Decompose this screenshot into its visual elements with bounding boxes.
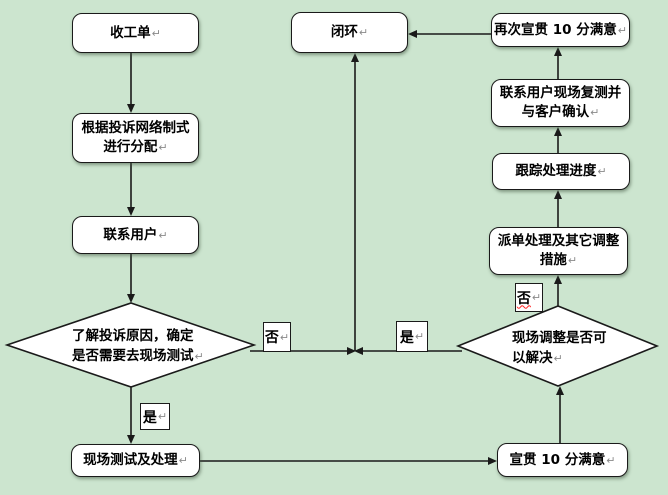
node-closed-loop: 闭环↵ — [291, 12, 408, 53]
arrow-adjust-no-to-dispatch — [554, 275, 562, 306]
return-mark: ↵ — [279, 330, 290, 344]
return-mark: ↵ — [194, 350, 204, 363]
arrow-receive-to-assign — [127, 53, 135, 113]
spellcheck-underlined-text: 否 — [516, 290, 531, 307]
node-re-announce-label: 再次宣贯 10 分满意↵ — [494, 21, 627, 38]
arrow-track-to-retest — [554, 127, 562, 153]
node-re-announce-satisfaction: 再次宣贯 10 分满意↵ — [491, 13, 630, 47]
decision-need-onsite-line2: 是否需要去现场测试↵ — [72, 348, 204, 364]
return-mark: ↵ — [531, 291, 542, 304]
arrow-reannounce-to-closed-loop — [408, 30, 491, 38]
arrow-contact-to-decision — [127, 253, 135, 303]
arrow-onsite-test-to-announce — [200, 457, 497, 465]
branch-label-yes-mid: 是↵ — [396, 321, 428, 352]
return-mark: ↵ — [157, 410, 168, 423]
node-track-progress-label: 跟踪处理进度↵ — [515, 163, 607, 179]
node-dispatch-line2: 措施↵ — [539, 252, 578, 268]
node-dispatch-line1: 派单处理及其它调整 — [497, 233, 620, 249]
decision-onsite-adjust-text: 现场调整是否可 以解决↵ — [512, 328, 607, 369]
arrow-junction-to-closed-loop — [351, 53, 359, 351]
node-assign-line2: 进行分配↵ — [103, 139, 168, 155]
node-track-progress: 跟踪处理进度↵ — [492, 153, 630, 190]
node-assign-line1: 根据投诉网络制式 — [81, 120, 190, 136]
decision-need-onsite-text: 了解投诉原因，确定 是否需要去现场测试↵ — [72, 326, 204, 367]
return-mark: ↵ — [358, 26, 369, 39]
node-receive-order: 收工单↵ — [72, 13, 199, 53]
return-mark: ↵ — [553, 352, 563, 365]
return-mark: ↵ — [617, 23, 627, 37]
arrow-announce-to-adjust-decision — [556, 386, 564, 443]
decision-onsite-adjust-line1: 现场调整是否可 — [512, 330, 607, 346]
node-onsite-test-label: 现场测试及处理↵ — [83, 452, 188, 468]
arrow-dispatch-to-track — [554, 190, 562, 227]
return-mark: ↵ — [158, 141, 168, 154]
branch-label-yes-left: 是↵ — [140, 403, 170, 430]
return-mark: ↵ — [151, 26, 161, 40]
return-mark: ↵ — [606, 453, 616, 467]
node-announce-satisfaction: 宣贯 10 分满意↵ — [497, 443, 628, 477]
return-mark: ↵ — [158, 228, 168, 242]
node-contact-user-label: 联系用户↵ — [103, 226, 168, 243]
return-mark: ↵ — [597, 165, 607, 178]
node-retest-line1: 联系用户现场复测并 — [499, 85, 622, 101]
arrow-retest-to-reannounce — [554, 47, 562, 79]
node-retest-line2: 与客户确认↵ — [521, 104, 600, 120]
branch-label-no-right: 否↵ — [515, 283, 543, 312]
return-mark: ↵ — [567, 254, 578, 267]
return-mark: ↵ — [590, 106, 600, 119]
branch-label-no-left: 否↵ — [263, 322, 291, 352]
node-announce-label: 宣贯 10 分满意↵ — [509, 451, 616, 468]
node-assign-by-network: 根据投诉网络制式 进行分配↵ — [72, 113, 199, 163]
return-mark: ↵ — [178, 454, 188, 467]
decision-diamond-onsite-adjust — [455, 305, 660, 387]
arrow-assign-to-contact — [127, 163, 135, 216]
arrow-decision-yes-to-onsite-test — [127, 387, 135, 444]
return-mark: ↵ — [414, 330, 425, 343]
decision-onsite-adjust-line2: 以解决↵ — [512, 350, 563, 366]
decision-need-onsite-line1: 了解投诉原因，确定 — [72, 328, 194, 344]
node-contact-user: 联系用户↵ — [72, 216, 199, 254]
node-closed-loop-label: 闭环↵ — [330, 24, 369, 40]
node-dispatch-adjust: 派单处理及其它调整 措施↵ — [489, 227, 628, 275]
node-receive-order-label: 收工单↵ — [110, 24, 161, 41]
node-onsite-test-handle: 现场测试及处理↵ — [71, 444, 200, 477]
node-retest-confirm: 联系用户现场复测并 与客户确认↵ — [491, 79, 630, 127]
